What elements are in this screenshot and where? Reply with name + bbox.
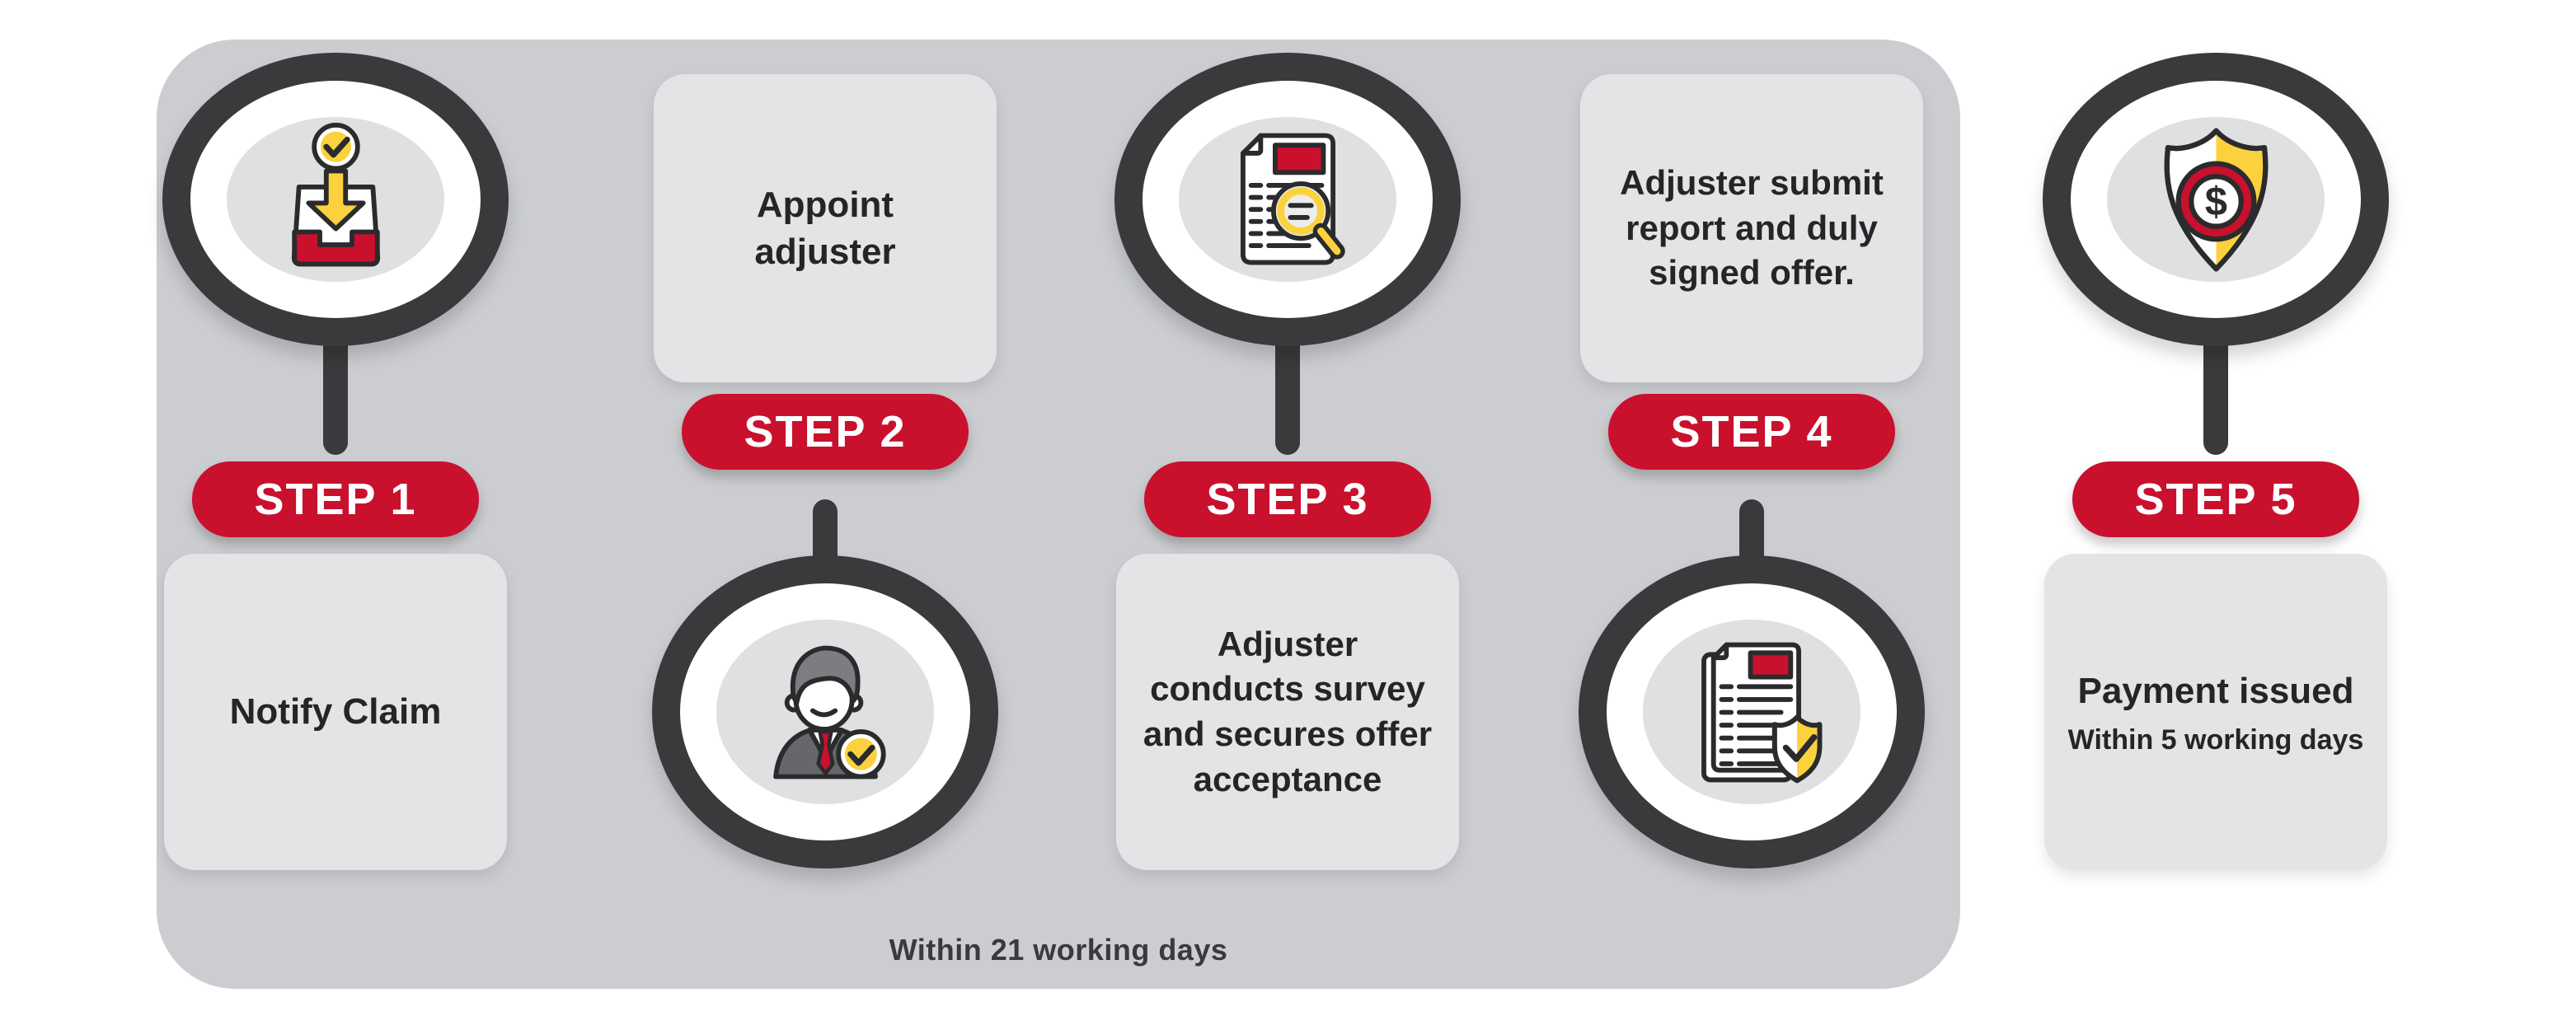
step-4-column: Adjuster submit report and duly signed o…: [1579, 0, 1925, 1030]
step-3-icon-circle: [1114, 53, 1461, 346]
inbox-received-icon: [291, 122, 380, 266]
report-shield-check-icon: [1701, 642, 1822, 783]
step-5-textbox: Payment issued Within 5 working days: [2044, 554, 2387, 870]
step-1-badge: STEP 1: [192, 461, 479, 537]
step-4-textbox: Adjuster submit report and duly signed o…: [1580, 74, 1923, 382]
step-5-column: $ STEP 5 Payment issued Within 5 working…: [2043, 0, 2389, 1030]
step-1-column: STEP 1 Notify Claim: [162, 0, 509, 1030]
step-4-label: Adjuster submit report and duly signed o…: [1620, 163, 1884, 293]
step-2-column: Appoint adjuster STEP 2: [652, 0, 998, 1030]
step-5-icon-circle: $: [2043, 53, 2389, 346]
step-3-column: STEP 3 Adjuster conducts survey and secu…: [1114, 0, 1461, 1030]
step-1-label: Notify Claim: [229, 691, 442, 733]
step-2-textbox: Appoint adjuster: [654, 74, 997, 382]
adjuster-person-icon: [772, 645, 886, 779]
step-2-badge: STEP 2: [682, 394, 969, 470]
step-2-label: Appoint adjuster: [754, 184, 896, 272]
connector-stem: [2203, 330, 2228, 455]
step-5-badge: STEP 5: [2072, 461, 2359, 537]
step-3-textbox: Adjuster conducts survey and secures off…: [1116, 554, 1459, 870]
step-1-textbox: Notify Claim: [164, 554, 507, 870]
step-1-icon-circle: [162, 53, 509, 346]
step-4-icon-circle: [1579, 555, 1925, 868]
step-4-badge: STEP 4: [1608, 394, 1895, 470]
payment-protection-shield-icon: $: [2164, 128, 2268, 271]
step-2-icon-circle: [652, 555, 998, 868]
step-3-label: Adjuster conducts survey and secures off…: [1143, 624, 1433, 798]
step-3-badge: STEP 3: [1144, 461, 1431, 537]
step-5-sublabel: Within 5 working days: [2067, 724, 2364, 756]
step-5-label: Payment issued: [2077, 670, 2354, 711]
survey-document-magnifier-icon: [1240, 133, 1345, 265]
timeline-note: Within 21 working days: [889, 933, 1228, 967]
connector-stem: [1275, 330, 1300, 455]
svg-text:$: $: [2204, 180, 2226, 224]
connector-stem: [323, 330, 348, 455]
